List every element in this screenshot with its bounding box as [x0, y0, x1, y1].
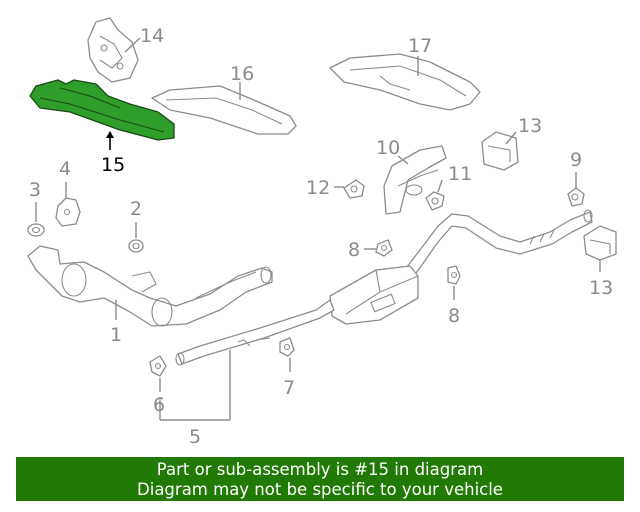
callout-2[interactable]: 2 — [130, 198, 142, 220]
part-6-gasket[interactable] — [149, 355, 167, 377]
callout-13a[interactable]: 13 — [518, 115, 542, 137]
callout-13b[interactable]: 13 — [589, 277, 613, 299]
callout-7[interactable]: 7 — [283, 377, 295, 399]
callout-16[interactable]: 16 — [230, 63, 254, 85]
callout-12[interactable]: 12 — [306, 177, 330, 199]
part-7-hanger[interactable] — [279, 337, 295, 357]
callout-14[interactable]: 14 — [140, 25, 164, 47]
leader-11 — [437, 179, 443, 193]
part-16-heat-shield[interactable] — [151, 85, 297, 135]
callout-4[interactable]: 4 — [59, 158, 71, 180]
callout-15[interactable]: 15 — [101, 154, 125, 176]
info-banner: Part or sub-assembly is #15 in diagram D… — [16, 457, 624, 501]
part-5-intermediate-pipe[interactable] — [175, 299, 335, 366]
part-2-gasket[interactable] — [128, 239, 144, 253]
part-8-hanger-lower[interactable] — [447, 265, 461, 285]
callout-3[interactable]: 3 — [29, 179, 41, 201]
banner-line-1: Part or sub-assembly is #15 in diagram — [156, 460, 484, 479]
callout-17[interactable]: 17 — [408, 35, 432, 57]
part-12-gasket[interactable] — [343, 179, 365, 199]
part-13-hanger-upper[interactable] — [481, 131, 519, 171]
callout-8b[interactable]: 8 — [448, 305, 460, 327]
leader-13a — [505, 131, 517, 145]
leader-14 — [124, 37, 141, 53]
part-15-underbody-shield[interactable] — [29, 79, 175, 141]
part-8-hanger-upper[interactable] — [375, 239, 393, 257]
callout-5[interactable]: 5 — [189, 426, 201, 448]
part-10-tail-pipe[interactable] — [383, 145, 447, 215]
part-4-bracket[interactable] — [55, 197, 81, 227]
part-1-converter-assembly[interactable] — [27, 245, 273, 327]
callout-10[interactable]: 10 — [376, 137, 400, 159]
part-17-heat-shield[interactable] — [329, 53, 481, 111]
callout-6[interactable]: 6 — [153, 394, 165, 416]
leader-10 — [397, 155, 409, 165]
part-9-isolator[interactable] — [567, 187, 585, 207]
rear-pipe-assembly[interactable] — [405, 209, 593, 277]
leader-15-arrow — [106, 131, 114, 138]
callout-11[interactable]: 11 — [448, 163, 472, 185]
part-14-heat-shield[interactable] — [87, 17, 139, 83]
part-13-hanger-lower[interactable] — [583, 225, 617, 261]
banner-line-2: Diagram may not be specific to your vehi… — [137, 480, 503, 499]
muffler[interactable] — [329, 265, 419, 325]
callout-1[interactable]: 1 — [110, 324, 122, 346]
part-3-gasket[interactable] — [27, 223, 45, 237]
callout-8a[interactable]: 8 — [348, 239, 360, 261]
callout-9[interactable]: 9 — [570, 149, 582, 171]
part-11-clamp[interactable] — [425, 191, 445, 211]
